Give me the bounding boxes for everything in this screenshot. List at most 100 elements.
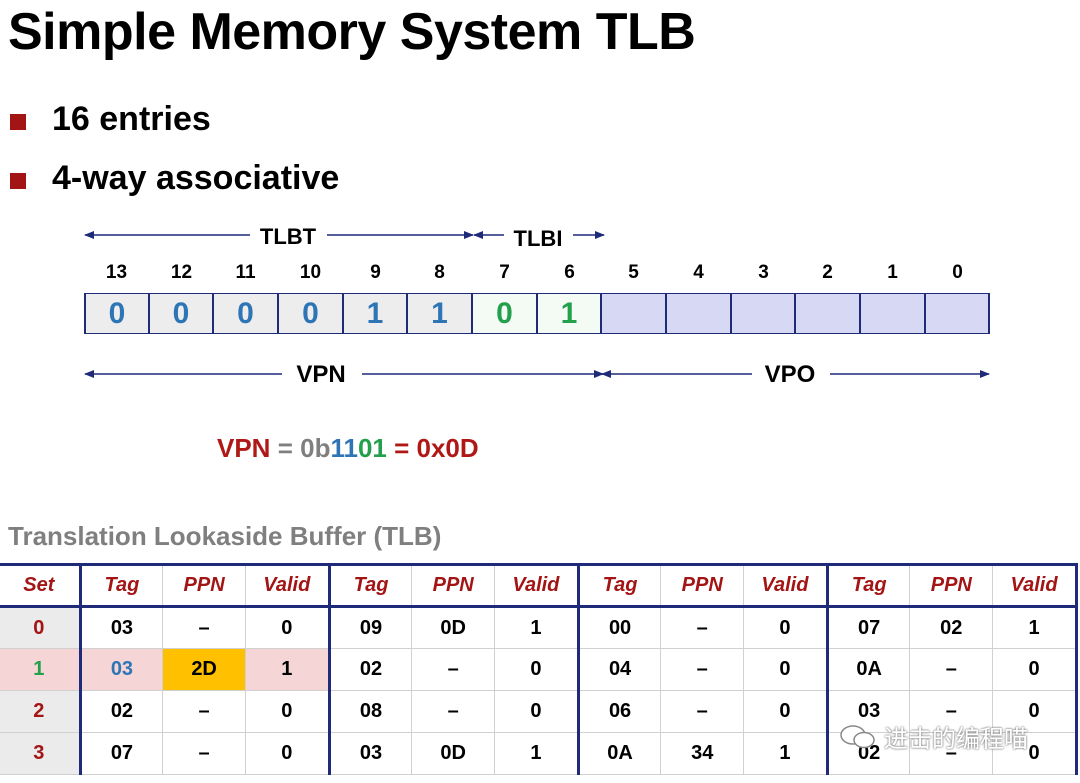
ppn-cell: – bbox=[162, 732, 246, 775]
ppn-cell: – bbox=[660, 648, 745, 691]
header-valid: Valid bbox=[494, 563, 579, 608]
bullet-text: 4-way associative bbox=[52, 159, 340, 197]
set-cell: 3 bbox=[0, 732, 81, 775]
valid-cell: 1 bbox=[494, 732, 579, 775]
bit-number: 2 bbox=[822, 262, 833, 283]
header-tag: Tag bbox=[327, 563, 413, 608]
tlbi-label: TLBI bbox=[513, 226, 563, 251]
ppn-cell: – bbox=[909, 648, 994, 691]
bit-number: 6 bbox=[564, 262, 575, 283]
watermark: 进击的编程喵 bbox=[838, 719, 1028, 754]
bullet-associative: 4-way associative bbox=[10, 159, 339, 198]
valid-cell: 0 bbox=[494, 648, 579, 691]
bit-cell-offset bbox=[796, 294, 861, 333]
vpo-label: VPO bbox=[764, 361, 816, 388]
ppn-cell: – bbox=[411, 690, 496, 733]
bit-number: 3 bbox=[758, 262, 769, 283]
ppn-cell: – bbox=[162, 690, 246, 733]
bit-number: 4 bbox=[693, 262, 704, 283]
ppn-cell: – bbox=[660, 606, 745, 649]
table-row: 3 07 – 0 03 0D 1 0A 34 1 02 – 0 bbox=[0, 732, 1078, 775]
valid-cell: 0 bbox=[992, 732, 1078, 775]
ppn-cell: 0D bbox=[411, 606, 496, 649]
bit-cell-offset bbox=[732, 294, 796, 333]
table-row-highlighted: 1 03 2D 1 02 – 0 04 – 0 0A – 0 bbox=[0, 648, 1078, 691]
tag-cell: 02 bbox=[327, 648, 413, 691]
valid-cell: 0 bbox=[244, 606, 330, 649]
bit-cell-offset bbox=[926, 294, 988, 333]
bit-cell-tag: 0 bbox=[214, 294, 279, 333]
wechat-icon bbox=[840, 724, 875, 748]
header-tag: Tag bbox=[825, 563, 911, 608]
header-ppn: PPN bbox=[660, 563, 745, 608]
bit-cell-index: 1 bbox=[538, 294, 602, 333]
ppn-cell: 0D bbox=[411, 732, 496, 775]
valid-cell: 1 bbox=[743, 732, 828, 775]
bit-cell-tag: 0 bbox=[279, 294, 344, 333]
bit-number: 11 bbox=[235, 262, 256, 283]
bit-cell-tag: 0 bbox=[86, 294, 150, 333]
table-row: 0 03 – 0 09 0D 1 00 – 0 07 02 1 bbox=[0, 606, 1078, 649]
vpn-eq-prefix: 0b bbox=[300, 433, 331, 463]
tag-cell: 00 bbox=[576, 606, 662, 649]
ppn-cell: 34 bbox=[660, 732, 745, 775]
bit-cell-tag: 0 bbox=[150, 294, 214, 333]
vpn-eq-rhs: = 0x0D bbox=[386, 433, 479, 463]
set-cell: 2 bbox=[0, 690, 81, 733]
header-ppn: PPN bbox=[909, 563, 994, 608]
tag-cell-hit: 03 bbox=[78, 648, 164, 691]
valid-cell-hit: 1 bbox=[244, 648, 330, 691]
bit-number: 1 bbox=[887, 262, 898, 283]
bit-cell-offset bbox=[667, 294, 732, 333]
tlb-header-row: Set Tag PPN Valid Tag PPN Valid Tag PPN … bbox=[0, 563, 1078, 608]
slide-title: Simple Memory System TLB bbox=[8, 3, 696, 61]
bit-number: 13 bbox=[105, 262, 128, 283]
ppn-cell: – bbox=[411, 648, 496, 691]
valid-cell: 0 bbox=[743, 690, 828, 733]
header-valid: Valid bbox=[743, 563, 828, 608]
bit-number: 8 bbox=[434, 262, 445, 283]
ppn-cell: – bbox=[660, 690, 745, 733]
valid-cell: 1 bbox=[494, 606, 579, 649]
vpn-eq-equals: = bbox=[270, 433, 301, 463]
vpn-eq-tag-bits: 11 bbox=[330, 433, 358, 463]
bit-number: 0 bbox=[952, 262, 963, 283]
tag-cell: 07 bbox=[78, 732, 164, 775]
ppn-cell: – bbox=[162, 606, 246, 649]
header-set: Set bbox=[0, 563, 81, 608]
bullet-square-icon bbox=[10, 113, 26, 130]
header-tag: Tag bbox=[576, 563, 662, 608]
valid-cell: 1 bbox=[992, 606, 1078, 649]
tag-cell: 08 bbox=[327, 690, 413, 733]
watermark-text: 进击的编程喵 bbox=[884, 726, 1028, 753]
header-ppn: PPN bbox=[162, 563, 246, 608]
bit-number: 5 bbox=[628, 262, 639, 283]
tag-cell: 06 bbox=[576, 690, 662, 733]
tlb-table: Set Tag PPN Valid Tag PPN Valid Tag PPN … bbox=[0, 563, 1078, 775]
tlb-title: Translation Lookaside Buffer (TLB) bbox=[8, 521, 442, 551]
tag-cell: 02 bbox=[78, 690, 164, 733]
bit-number: 7 bbox=[499, 262, 510, 283]
tag-cell: 04 bbox=[576, 648, 662, 691]
ppn-cell: – bbox=[909, 690, 994, 733]
bit-cell-tag: 1 bbox=[344, 294, 408, 333]
bit-number: 12 bbox=[170, 262, 193, 283]
ppn-cell: 02 bbox=[909, 606, 994, 649]
ppn-cell-hit: 2D bbox=[162, 648, 246, 691]
bit-number: 10 bbox=[299, 262, 322, 283]
tag-cell: 03 bbox=[327, 732, 413, 775]
tlbt-label: TLBT bbox=[259, 224, 317, 249]
table-row: 2 02 – 0 08 – 0 06 – 0 03 – 0 bbox=[0, 690, 1078, 733]
tag-cell: 07 bbox=[825, 606, 911, 649]
tag-cell: 09 bbox=[327, 606, 413, 649]
bit-cell-tag: 1 bbox=[408, 294, 473, 333]
tag-cell: 03 bbox=[78, 606, 164, 649]
valid-cell: 0 bbox=[494, 690, 579, 733]
bullet-entries: 16 entries bbox=[10, 100, 211, 139]
valid-cell: 0 bbox=[743, 648, 828, 691]
header-ppn: PPN bbox=[411, 563, 496, 608]
bit-cell-offset bbox=[602, 294, 667, 333]
bit-number: 9 bbox=[370, 262, 381, 283]
bullet-text: 16 entries bbox=[52, 100, 211, 138]
valid-cell: 0 bbox=[743, 606, 828, 649]
